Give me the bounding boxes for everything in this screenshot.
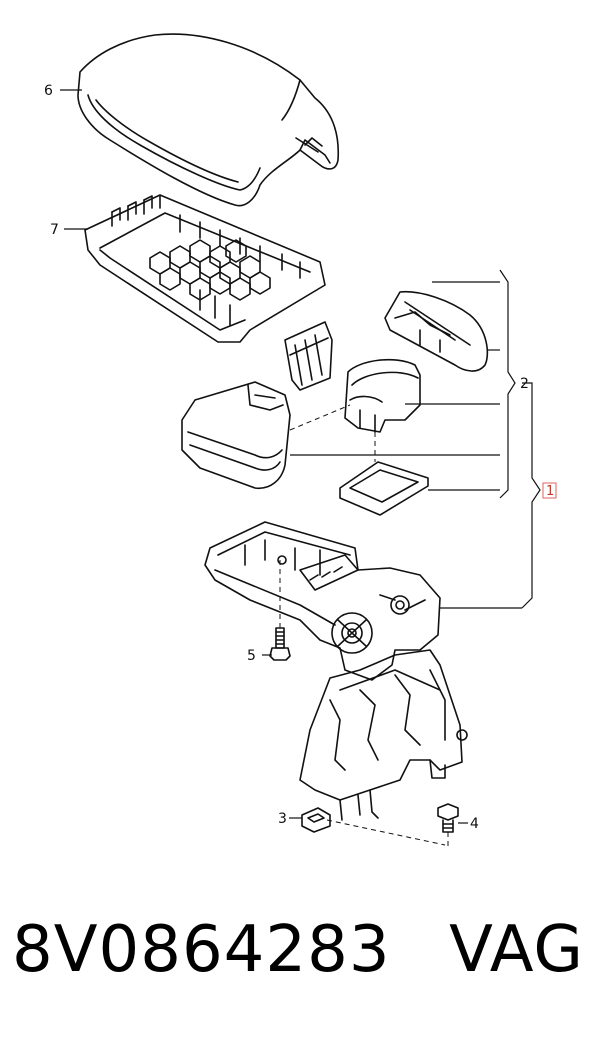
honeycomb-tray-part [84,194,326,343]
bracket-1 [521,382,541,609]
part-number-label: 8V0864283 [12,913,391,987]
callout-2: 2 [520,376,529,392]
rubber-mat-part [339,461,429,516]
screw-part [269,627,291,661]
bracket-2 [499,269,516,499]
bolt-axis-line [326,819,446,846]
callout-3: 3 [278,811,287,827]
bolt-part [437,803,459,833]
callout-6: 6 [44,83,53,99]
callout-1: 1 [546,484,554,499]
callout-4: 4 [470,816,479,832]
callout-7: 7 [50,222,59,238]
callout-1-box [542,482,557,499]
hinge-cylinder-part [344,358,421,433]
slide-section-part [181,381,291,490]
clip-nut-part [301,807,331,833]
brand-label: VAG [449,913,584,987]
end-cap-part [384,290,489,372]
armrest-lid-part [77,33,340,207]
callout-5: 5 [247,648,256,664]
cylinder-axis-line [289,404,351,431]
armrest-base-part [204,521,468,821]
hinge-bracket-part [284,321,333,391]
